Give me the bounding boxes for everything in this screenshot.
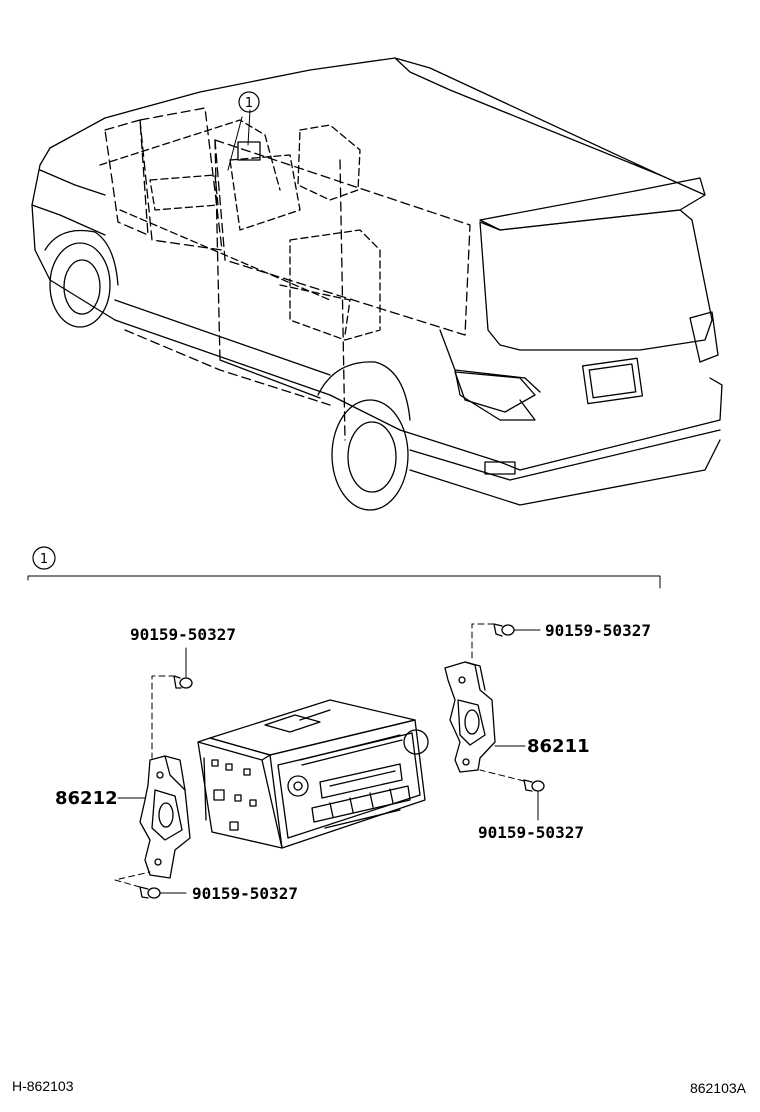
bracket-right-86211 <box>444 661 496 773</box>
bolt-top-left <box>173 675 193 689</box>
part-label-bolt-bottom-right: 90159-50327 <box>478 823 584 842</box>
part-label-bracket-left: 86212 <box>55 788 118 809</box>
bolt-bottom-left <box>139 886 161 899</box>
part-label-bolt-top-left: 90159-50327 <box>130 625 236 644</box>
bracket-left-86212 <box>139 755 191 879</box>
footer-left-code: H-862103 <box>12 1078 74 1094</box>
leader-lines <box>117 629 541 894</box>
bolt-bottom-right <box>523 779 545 792</box>
part-label-bracket-right: 86211 <box>527 736 590 757</box>
callout-number: 1 <box>245 96 253 111</box>
part-label-bolt-top-right: 90159-50327 <box>545 621 651 640</box>
section-bracket-line <box>27 575 661 589</box>
radio-head-unit <box>197 699 429 849</box>
section-marker-number: 1 <box>40 552 48 567</box>
section-marker-circle <box>32 546 56 570</box>
part-label-bolt-bottom-left: 90159-50327 <box>192 884 298 903</box>
footer-right-code: 862103A <box>689 1080 746 1096</box>
vehicle-illustration <box>31 57 723 511</box>
callout-circle <box>238 91 260 113</box>
assembly-lines <box>114 623 525 888</box>
bolt-top-right <box>493 623 515 637</box>
